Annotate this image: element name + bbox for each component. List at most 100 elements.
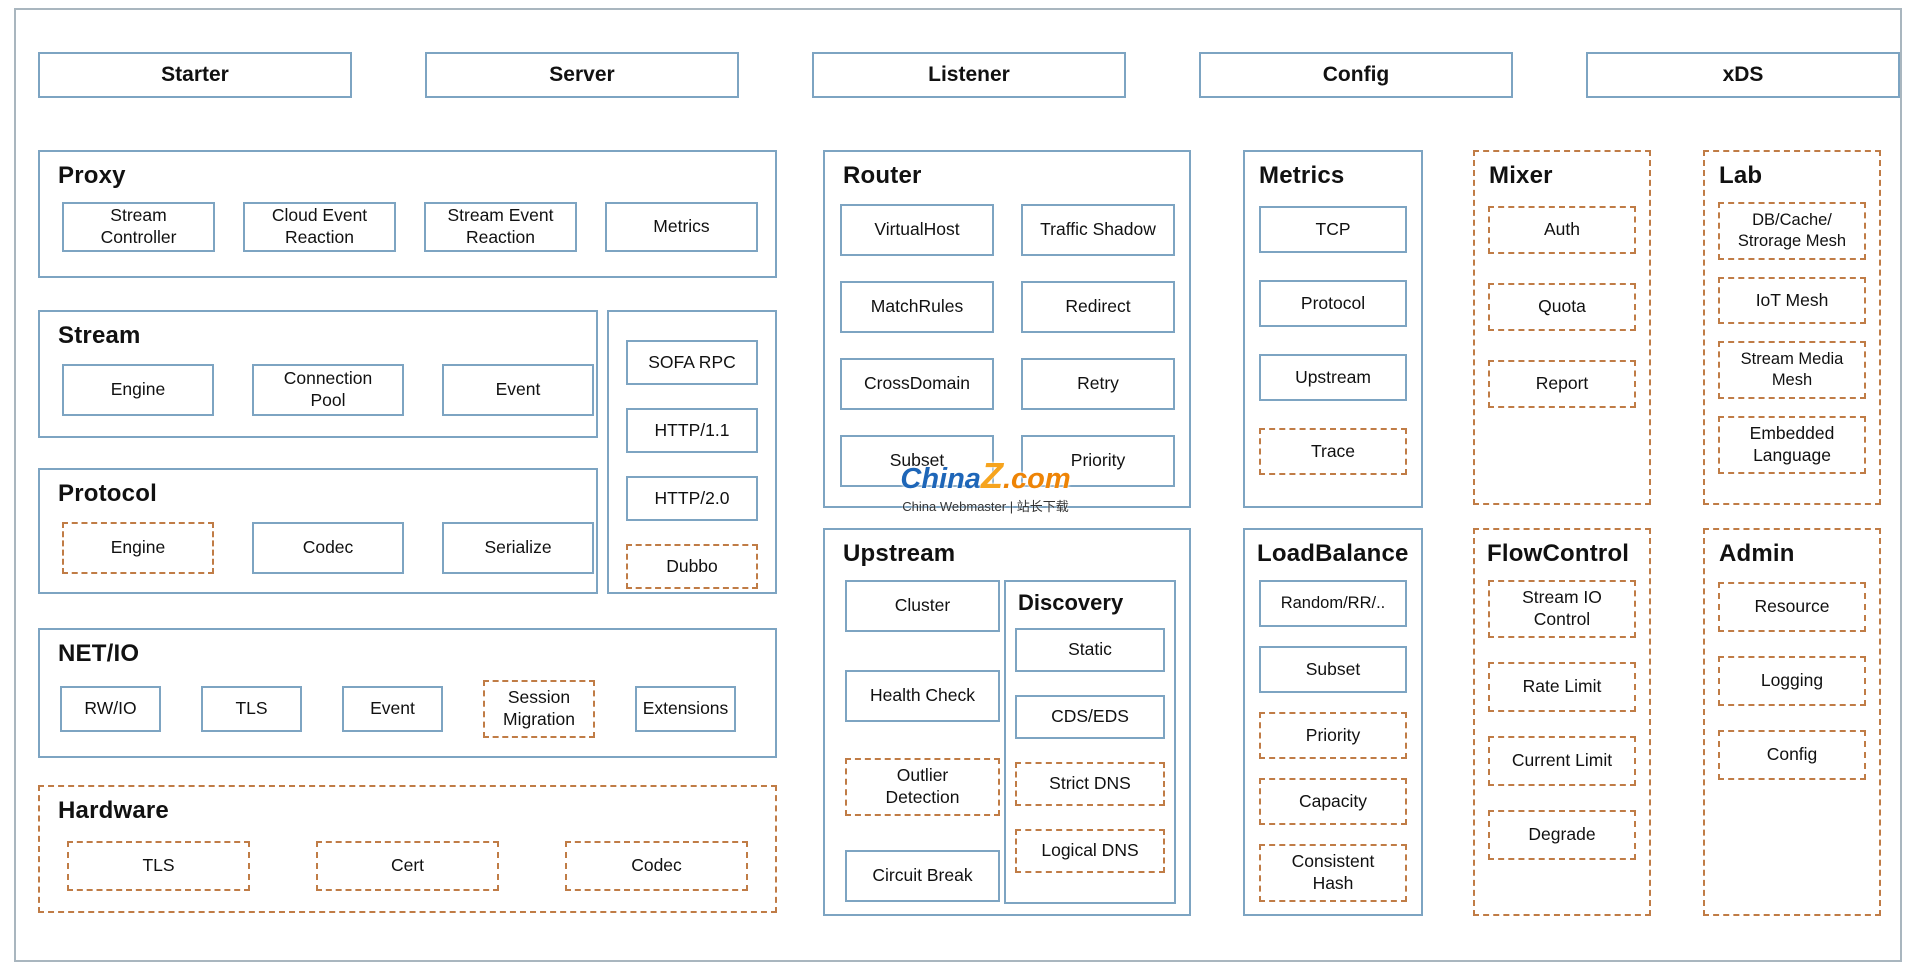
node-protocol-serialize: Serialize: [442, 522, 594, 574]
node-random-rr: Random/RR/..: [1259, 580, 1407, 627]
upstream-body: Cluster Health Check Outlier Detection C…: [825, 568, 1189, 904]
node-metrics-protocol: Protocol: [1259, 280, 1407, 327]
node-logging: Logging: [1718, 656, 1866, 706]
node-quota: Quota: [1488, 283, 1636, 331]
chinaz-logo: ChinaZ.com: [878, 458, 1093, 494]
discovery-items: Static CDS/EDS Strict DNS Logical DNS: [1006, 616, 1174, 873]
section-title-netio: NET/IO: [58, 640, 140, 667]
node-stream-controller: Stream Controller: [62, 202, 215, 252]
node-stream-media-mesh: Stream Media Mesh: [1718, 341, 1866, 399]
flowcontrol-items: Stream IO Control Rate Limit Current Lim…: [1475, 568, 1649, 860]
node-metrics-upstream: Upstream: [1259, 354, 1407, 401]
section-lab: Lab DB/Cache/ Strorage Mesh IoT Mesh Str…: [1703, 150, 1881, 505]
protocol-stack-items: SOFA RPC HTTP/1.1 HTTP/2.0 Dubbo: [609, 312, 775, 589]
node-http20: HTTP/2.0: [626, 476, 758, 521]
protocol-items: Engine Codec Serialize: [40, 508, 596, 574]
node-admin-config: Config: [1718, 730, 1866, 780]
section-title-protocol: Protocol: [58, 480, 157, 507]
node-iot-mesh: IoT Mesh: [1718, 277, 1866, 324]
node-outlier-detection: Outlier Detection: [845, 758, 1000, 816]
section-title-mixer: Mixer: [1489, 162, 1553, 189]
section-router: Router VirtualHost Traffic Shadow MatchR…: [823, 150, 1191, 508]
mixer-items: Auth Quota Report: [1475, 190, 1649, 408]
section-title-lab: Lab: [1719, 162, 1763, 189]
node-cluster: Cluster: [845, 580, 1000, 632]
top-module-row: Starter Server Listener Config xDS: [38, 52, 1900, 98]
node-stream-io-control: Stream IO Control: [1488, 580, 1636, 638]
module-server: Server: [425, 52, 739, 98]
node-hardware-cert: Cert: [316, 841, 499, 891]
section-flowcontrol: FlowControl Stream IO Control Rate Limit…: [1473, 528, 1651, 916]
node-metrics-trace: Trace: [1259, 428, 1407, 475]
outer-frame: [14, 8, 1902, 962]
proxy-items: Stream Controller Cloud Event Reaction S…: [40, 190, 775, 252]
node-hardware-tls: TLS: [67, 841, 250, 891]
section-title-upstream: Upstream: [843, 540, 956, 567]
node-cloud-event-reaction: Cloud Event Reaction: [243, 202, 396, 252]
section-admin: Admin Resource Logging Config: [1703, 528, 1881, 916]
section-hardware: Hardware TLS Cert Codec: [38, 785, 777, 913]
loadbalance-items: Random/RR/.. Subset Priority Capacity Co…: [1245, 568, 1421, 902]
router-items: VirtualHost Traffic Shadow MatchRules Re…: [825, 190, 1189, 487]
section-title-metrics: Metrics: [1259, 162, 1345, 189]
section-discovery: Discovery Static CDS/EDS Strict DNS Logi…: [1004, 580, 1176, 904]
module-config: Config: [1199, 52, 1513, 98]
node-resource: Resource: [1718, 582, 1866, 632]
upstream-items: Cluster Health Check Outlier Detection C…: [845, 580, 1000, 904]
section-title-loadbalance: LoadBalance: [1257, 540, 1409, 567]
node-session-migration: Session Migration: [483, 680, 595, 738]
node-sofa-rpc: SOFA RPC: [626, 340, 758, 385]
section-loadbalance: LoadBalance Random/RR/.. Subset Priority…: [1243, 528, 1423, 916]
node-protocol-engine: Engine: [62, 522, 214, 574]
section-title-admin: Admin: [1719, 540, 1795, 567]
chinaz-logo-com: .com: [1002, 463, 1071, 495]
node-stream-event-reaction: Stream Event Reaction: [424, 202, 577, 252]
node-cds-eds: CDS/EDS: [1015, 695, 1165, 739]
node-health-check: Health Check: [845, 670, 1000, 722]
node-embedded-language: Embedded Language: [1718, 416, 1866, 474]
chinaz-logo-z: Z: [980, 455, 1003, 496]
section-proxy: Proxy Stream Controller Cloud Event Reac…: [38, 150, 777, 278]
section-protocol-stack: SOFA RPC HTTP/1.1 HTTP/2.0 Dubbo: [607, 310, 777, 594]
metrics-items: TCP Protocol Upstream Trace: [1245, 190, 1421, 475]
chinaz-tagline: China Webmaster | 站长下载: [902, 499, 1069, 514]
section-protocol: Protocol Engine Codec Serialize: [38, 468, 598, 594]
section-netio: NET/IO RW/IO TLS Event Session Migration…: [38, 628, 777, 758]
node-metrics-tcp: TCP: [1259, 206, 1407, 253]
node-connection-pool: Connection Pool: [252, 364, 404, 416]
node-db-cache-storage-mesh: DB/Cache/ Strorage Mesh: [1718, 202, 1866, 260]
lab-items: DB/Cache/ Strorage Mesh IoT Mesh Stream …: [1705, 190, 1879, 474]
node-proxy-metrics: Metrics: [605, 202, 758, 252]
section-metrics: Metrics TCP Protocol Upstream Trace: [1243, 150, 1423, 508]
section-stream: Stream Engine Connection Pool Event: [38, 310, 598, 438]
node-consistent-hash: Consistent Hash: [1259, 844, 1407, 902]
module-starter: Starter: [38, 52, 352, 98]
chinaz-logo-china: China: [900, 463, 981, 495]
node-crossdomain: CrossDomain: [840, 358, 994, 410]
section-mixer: Mixer Auth Quota Report: [1473, 150, 1651, 505]
node-lb-priority: Priority: [1259, 712, 1407, 759]
admin-items: Resource Logging Config: [1705, 568, 1879, 780]
section-title-flowcontrol: FlowControl: [1487, 540, 1630, 567]
hardware-items: TLS Cert Codec: [40, 825, 775, 891]
section-title-hardware: Hardware: [58, 797, 169, 824]
node-lb-subset: Subset: [1259, 646, 1407, 693]
node-rate-limit: Rate Limit: [1488, 662, 1636, 712]
section-title-router: Router: [843, 162, 922, 189]
section-title-stream: Stream: [58, 322, 141, 349]
section-upstream: Upstream Cluster Health Check Outlier De…: [823, 528, 1191, 916]
node-capacity: Capacity: [1259, 778, 1407, 825]
node-report: Report: [1488, 360, 1636, 408]
node-retry: Retry: [1021, 358, 1175, 410]
node-strict-dns: Strict DNS: [1015, 762, 1165, 806]
node-virtualhost: VirtualHost: [840, 204, 994, 256]
node-stream-event: Event: [442, 364, 594, 416]
node-circuit-break: Circuit Break: [845, 850, 1000, 902]
node-redirect: Redirect: [1021, 281, 1175, 333]
node-current-limit: Current Limit: [1488, 736, 1636, 786]
node-matchrules: MatchRules: [840, 281, 994, 333]
stream-items: Engine Connection Pool Event: [40, 350, 596, 416]
node-http11: HTTP/1.1: [626, 408, 758, 453]
node-extensions: Extensions: [635, 686, 736, 732]
